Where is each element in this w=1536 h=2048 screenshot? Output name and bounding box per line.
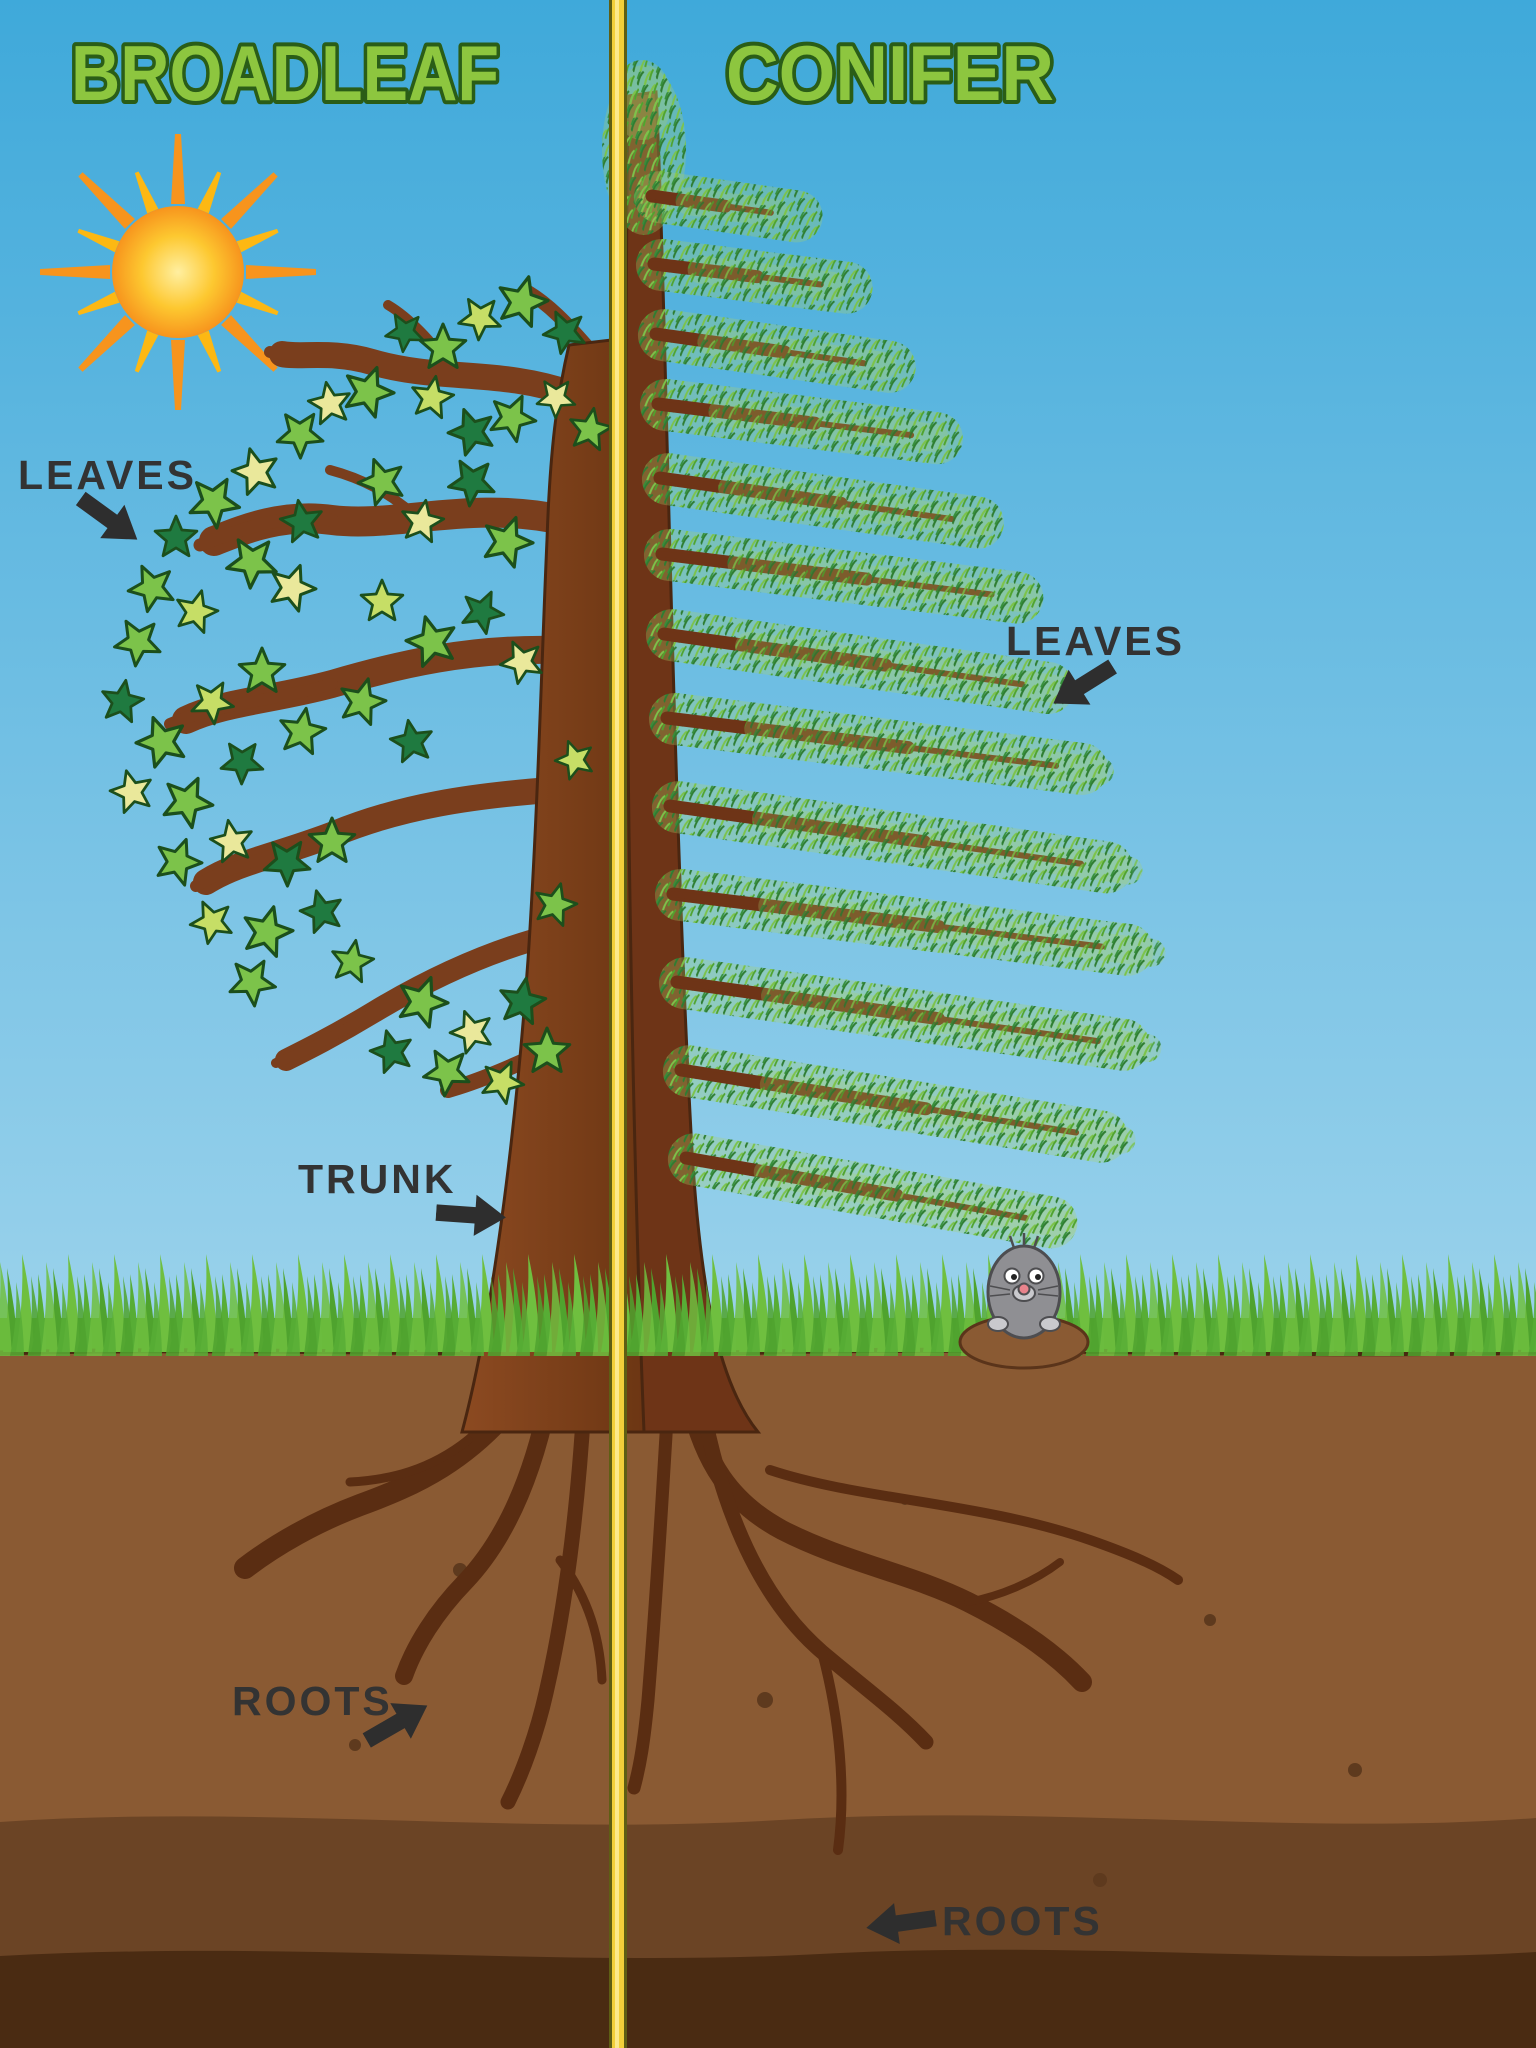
- broadleaf-title: BROADLEAF: [71, 29, 499, 117]
- broadleaf-roots: [234, 1384, 607, 1810]
- broadleaf-roots-label: ROOTS: [232, 1678, 393, 1724]
- conifer-roots: [627, 1390, 1183, 1855]
- conifer-leaves-arrow-icon: [1053, 659, 1118, 705]
- broadleaf-leaves-arrow-icon: [75, 491, 138, 540]
- conifer-leaves-label: LEAVES: [1006, 618, 1185, 664]
- broadleaf-roots-arrow-icon: [362, 1703, 428, 1748]
- divider-line: [609, 0, 627, 2048]
- mole-icon: [958, 1233, 1090, 1370]
- sun-icon: [40, 134, 316, 410]
- conifer-branches: [633, 171, 1166, 1249]
- conifer-roots-arrow-icon: [866, 1903, 937, 1944]
- grass: [0, 1252, 1536, 1356]
- broadleaf-leaves-label: LEAVES: [18, 452, 197, 498]
- conifer-roots-label: ROOTS: [942, 1898, 1103, 1944]
- conifer-tree: [602, 60, 1166, 1434]
- broadleaf-trunk-label: TRUNK: [298, 1156, 457, 1202]
- broadleaf-trunk-arrow-icon: [435, 1194, 506, 1236]
- conifer-title: CONIFER: [726, 29, 1054, 117]
- soil: [0, 1318, 1536, 2048]
